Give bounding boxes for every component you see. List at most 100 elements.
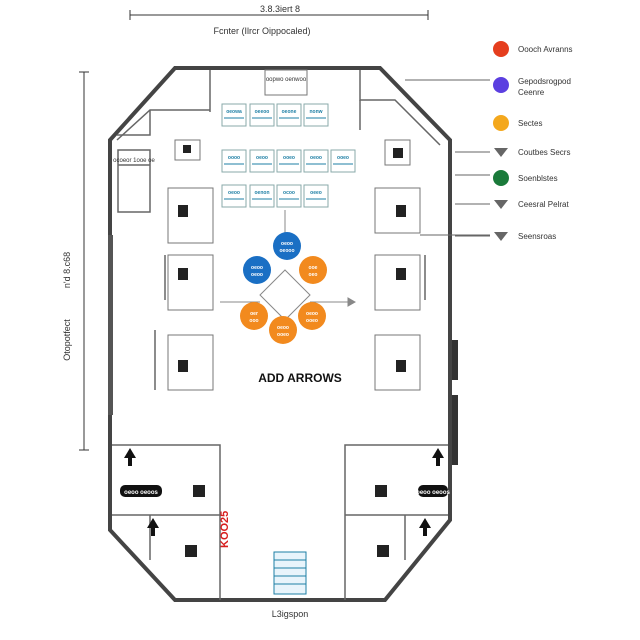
bottom-right-badge-label: oeoo oeoos bbox=[416, 490, 450, 496]
legend-label: Ceesral Pelrat bbox=[518, 200, 569, 209]
printer-icon bbox=[183, 145, 191, 153]
printer-icon bbox=[178, 268, 188, 280]
booth-label: oeeo bbox=[310, 190, 322, 196]
zone-circle-label: ooeo bbox=[277, 332, 289, 338]
legend-label: Soenblstes bbox=[518, 174, 558, 183]
zone-circle-label: oeoo bbox=[281, 241, 293, 247]
legend-circle-icon bbox=[493, 77, 509, 93]
side-tables bbox=[167, 139, 421, 391]
booth-label: oeoo bbox=[256, 155, 268, 161]
entrance-stairs bbox=[273, 551, 307, 595]
left-dimension-label-1: Otopotfect bbox=[62, 319, 72, 361]
up-arrow-icon bbox=[124, 448, 136, 466]
booth bbox=[276, 184, 302, 208]
printer-icon bbox=[377, 545, 389, 557]
legend-circle-icon bbox=[493, 170, 509, 186]
zone-circle-label: oeoo bbox=[251, 265, 263, 271]
plan-subtitle: Fcnter (Ilrcr Oippocaled) bbox=[213, 26, 310, 36]
legend-arrow-down-icon bbox=[494, 232, 508, 241]
bottom-left-badge-label: oeoo oeoos bbox=[124, 490, 158, 496]
bottom-right-badge bbox=[418, 485, 448, 497]
left-dimension: Otopotfect n'd 8.c68 bbox=[62, 71, 89, 451]
legend-label: Oooch Avranns bbox=[518, 45, 573, 54]
legend-circle-icon bbox=[493, 41, 509, 57]
printer-icon bbox=[185, 545, 197, 557]
zone-circle bbox=[273, 232, 301, 260]
booth bbox=[249, 149, 275, 173]
booth bbox=[249, 184, 275, 208]
zone-circle-label: ooe bbox=[309, 265, 318, 271]
table-icons bbox=[178, 145, 406, 557]
up-arrow-icon bbox=[432, 448, 444, 466]
top-dimension: 3.8.3iert 8 bbox=[129, 4, 429, 20]
booth-label: oooo bbox=[228, 155, 240, 161]
top-box-label: oopwo oenwoo bbox=[266, 77, 307, 83]
printer-icon bbox=[396, 205, 406, 217]
booth-label: oeone bbox=[282, 109, 297, 115]
up-arrow-icon bbox=[147, 518, 159, 536]
printer-icon bbox=[178, 205, 188, 217]
legend-label: Ceenre bbox=[518, 88, 545, 97]
zone-circle-label: oer bbox=[250, 311, 258, 317]
printer-icon bbox=[396, 268, 406, 280]
booth bbox=[221, 184, 247, 208]
zone-circle-label: ooeo bbox=[306, 318, 318, 324]
printer-icon bbox=[393, 148, 403, 158]
zone-circle bbox=[299, 256, 327, 284]
booth-label: oeowa bbox=[226, 109, 242, 115]
top-center-box bbox=[264, 69, 308, 96]
central-circles: oeoooeooooeoooeooooeoeooerooooeooooeooeo… bbox=[240, 232, 327, 344]
zone-circle-label: oeoo bbox=[306, 311, 318, 317]
center-label: ADD ARROWS bbox=[258, 371, 342, 385]
left-dimension-label-2: n'd 8.c68 bbox=[62, 252, 72, 288]
legend-label: Seensroas bbox=[518, 232, 556, 241]
booth-label: ooeo bbox=[337, 155, 349, 161]
inner-walls bbox=[112, 70, 448, 600]
booth bbox=[249, 103, 275, 127]
booth-label: ooeo bbox=[283, 155, 295, 161]
booth-label: ocoo bbox=[283, 190, 295, 196]
left-panel-label: ocoeor 1ooe oe bbox=[113, 158, 155, 164]
booth-label: oeoo bbox=[310, 155, 322, 161]
printer-icon bbox=[396, 360, 406, 372]
legend: Oooch AvrannsGepodsrogpodCeenreSectesCou… bbox=[405, 41, 573, 241]
booth bbox=[221, 103, 247, 127]
booth bbox=[276, 149, 302, 173]
legend-arrow-down-icon bbox=[494, 148, 508, 157]
up-arrow-icon bbox=[419, 518, 431, 536]
printer-icon bbox=[375, 485, 387, 497]
zone-circle bbox=[269, 316, 297, 344]
legend-label: Sectes bbox=[518, 119, 542, 128]
booth-grid: oeowa oeeoo oeone nonw oooo oeoo ooeo oeoo ooeo o… bbox=[221, 103, 356, 208]
zone-circle-label: ooo bbox=[249, 318, 258, 324]
bottom-label: L3igspon bbox=[272, 609, 309, 619]
booth bbox=[276, 103, 302, 127]
top-dimension-label: 3.8.3iert 8 bbox=[260, 4, 300, 14]
zone-circle-label: oeoo bbox=[251, 272, 263, 278]
left-door-mark bbox=[108, 235, 113, 415]
legend-circle-icon bbox=[493, 115, 509, 131]
zone-circle-label: oeoo bbox=[277, 325, 289, 331]
booth-label: oeeoo bbox=[255, 109, 270, 115]
legend-arrow-down-icon bbox=[494, 200, 508, 209]
right-door-mark-2 bbox=[452, 395, 458, 465]
booth-label: nonw bbox=[309, 109, 322, 115]
bottom-left-badge bbox=[120, 485, 162, 497]
legend-label: Gepodsrogpod bbox=[518, 77, 571, 86]
up-arrow-icons bbox=[124, 448, 444, 536]
booth-label: oenon bbox=[255, 190, 270, 196]
zone-circle-label: oeooo bbox=[280, 248, 295, 254]
booth-label: oeoo bbox=[228, 190, 240, 196]
right-door-mark-1 bbox=[452, 340, 458, 380]
legend-label: Coutbes Secrs bbox=[518, 148, 570, 157]
printer-icon bbox=[193, 485, 205, 497]
booth bbox=[221, 149, 247, 173]
zone-circle-label: oeo bbox=[309, 272, 318, 278]
red-label: KOO25 bbox=[219, 511, 231, 548]
printer-icon bbox=[178, 360, 188, 372]
zone-circle bbox=[298, 302, 326, 330]
stair-lines bbox=[274, 559, 306, 585]
booth bbox=[330, 149, 356, 173]
booth bbox=[303, 149, 329, 173]
